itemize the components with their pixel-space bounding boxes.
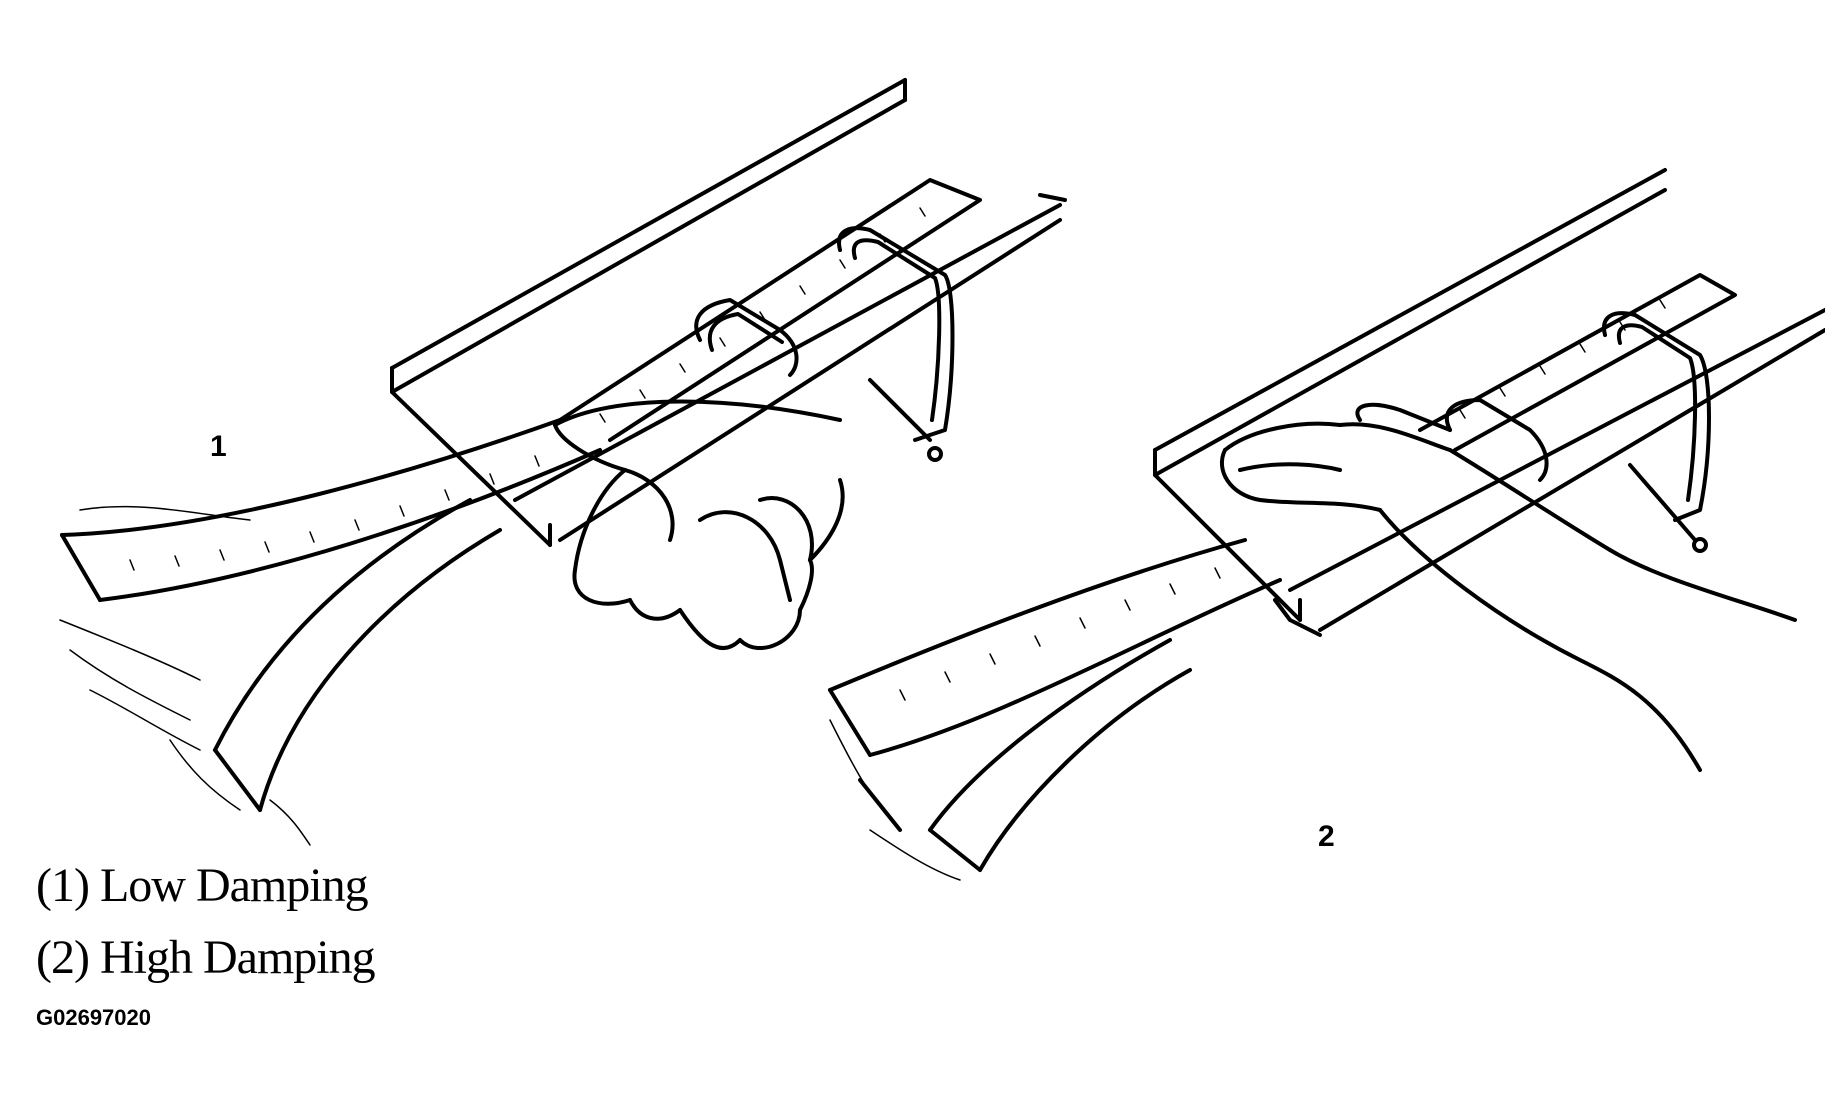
bench-board-right: [1153, 168, 1667, 622]
callout-1: 1: [210, 430, 227, 463]
motion-lines-left: [59, 505, 311, 846]
hand-left: [553, 399, 845, 651]
figure-code: G02697020: [36, 1005, 151, 1030]
support-block-left: [513, 193, 1067, 542]
legend-item-high-damping: (2) High Damping: [36, 931, 376, 984]
c-clamp-left-2: [837, 226, 955, 462]
support-block-right: [1273, 308, 1825, 637]
vibrating-ruler-right: [828, 538, 1282, 757]
c-clamp-right-2: [1602, 311, 1711, 553]
callout-2: 2: [1318, 820, 1335, 853]
fixed-ruler-right: [1418, 273, 1737, 452]
bench-board-left: [390, 78, 907, 547]
c-clamp-right-1: [1444, 398, 1549, 482]
vibrating-ruler-left: [60, 418, 602, 602]
vibrating-ruler-left-lower: [213, 498, 502, 812]
scene-low-damping: [59, 78, 1067, 846]
scene-high-damping: [828, 168, 1825, 881]
hand-right: [1219, 402, 1797, 772]
c-clamp-left-1: [694, 298, 799, 377]
motion-lines-right: [829, 719, 961, 881]
legend-item-low-damping: (1) Low Damping: [36, 859, 369, 912]
vibrating-ruler-right-lower: [858, 638, 1192, 872]
